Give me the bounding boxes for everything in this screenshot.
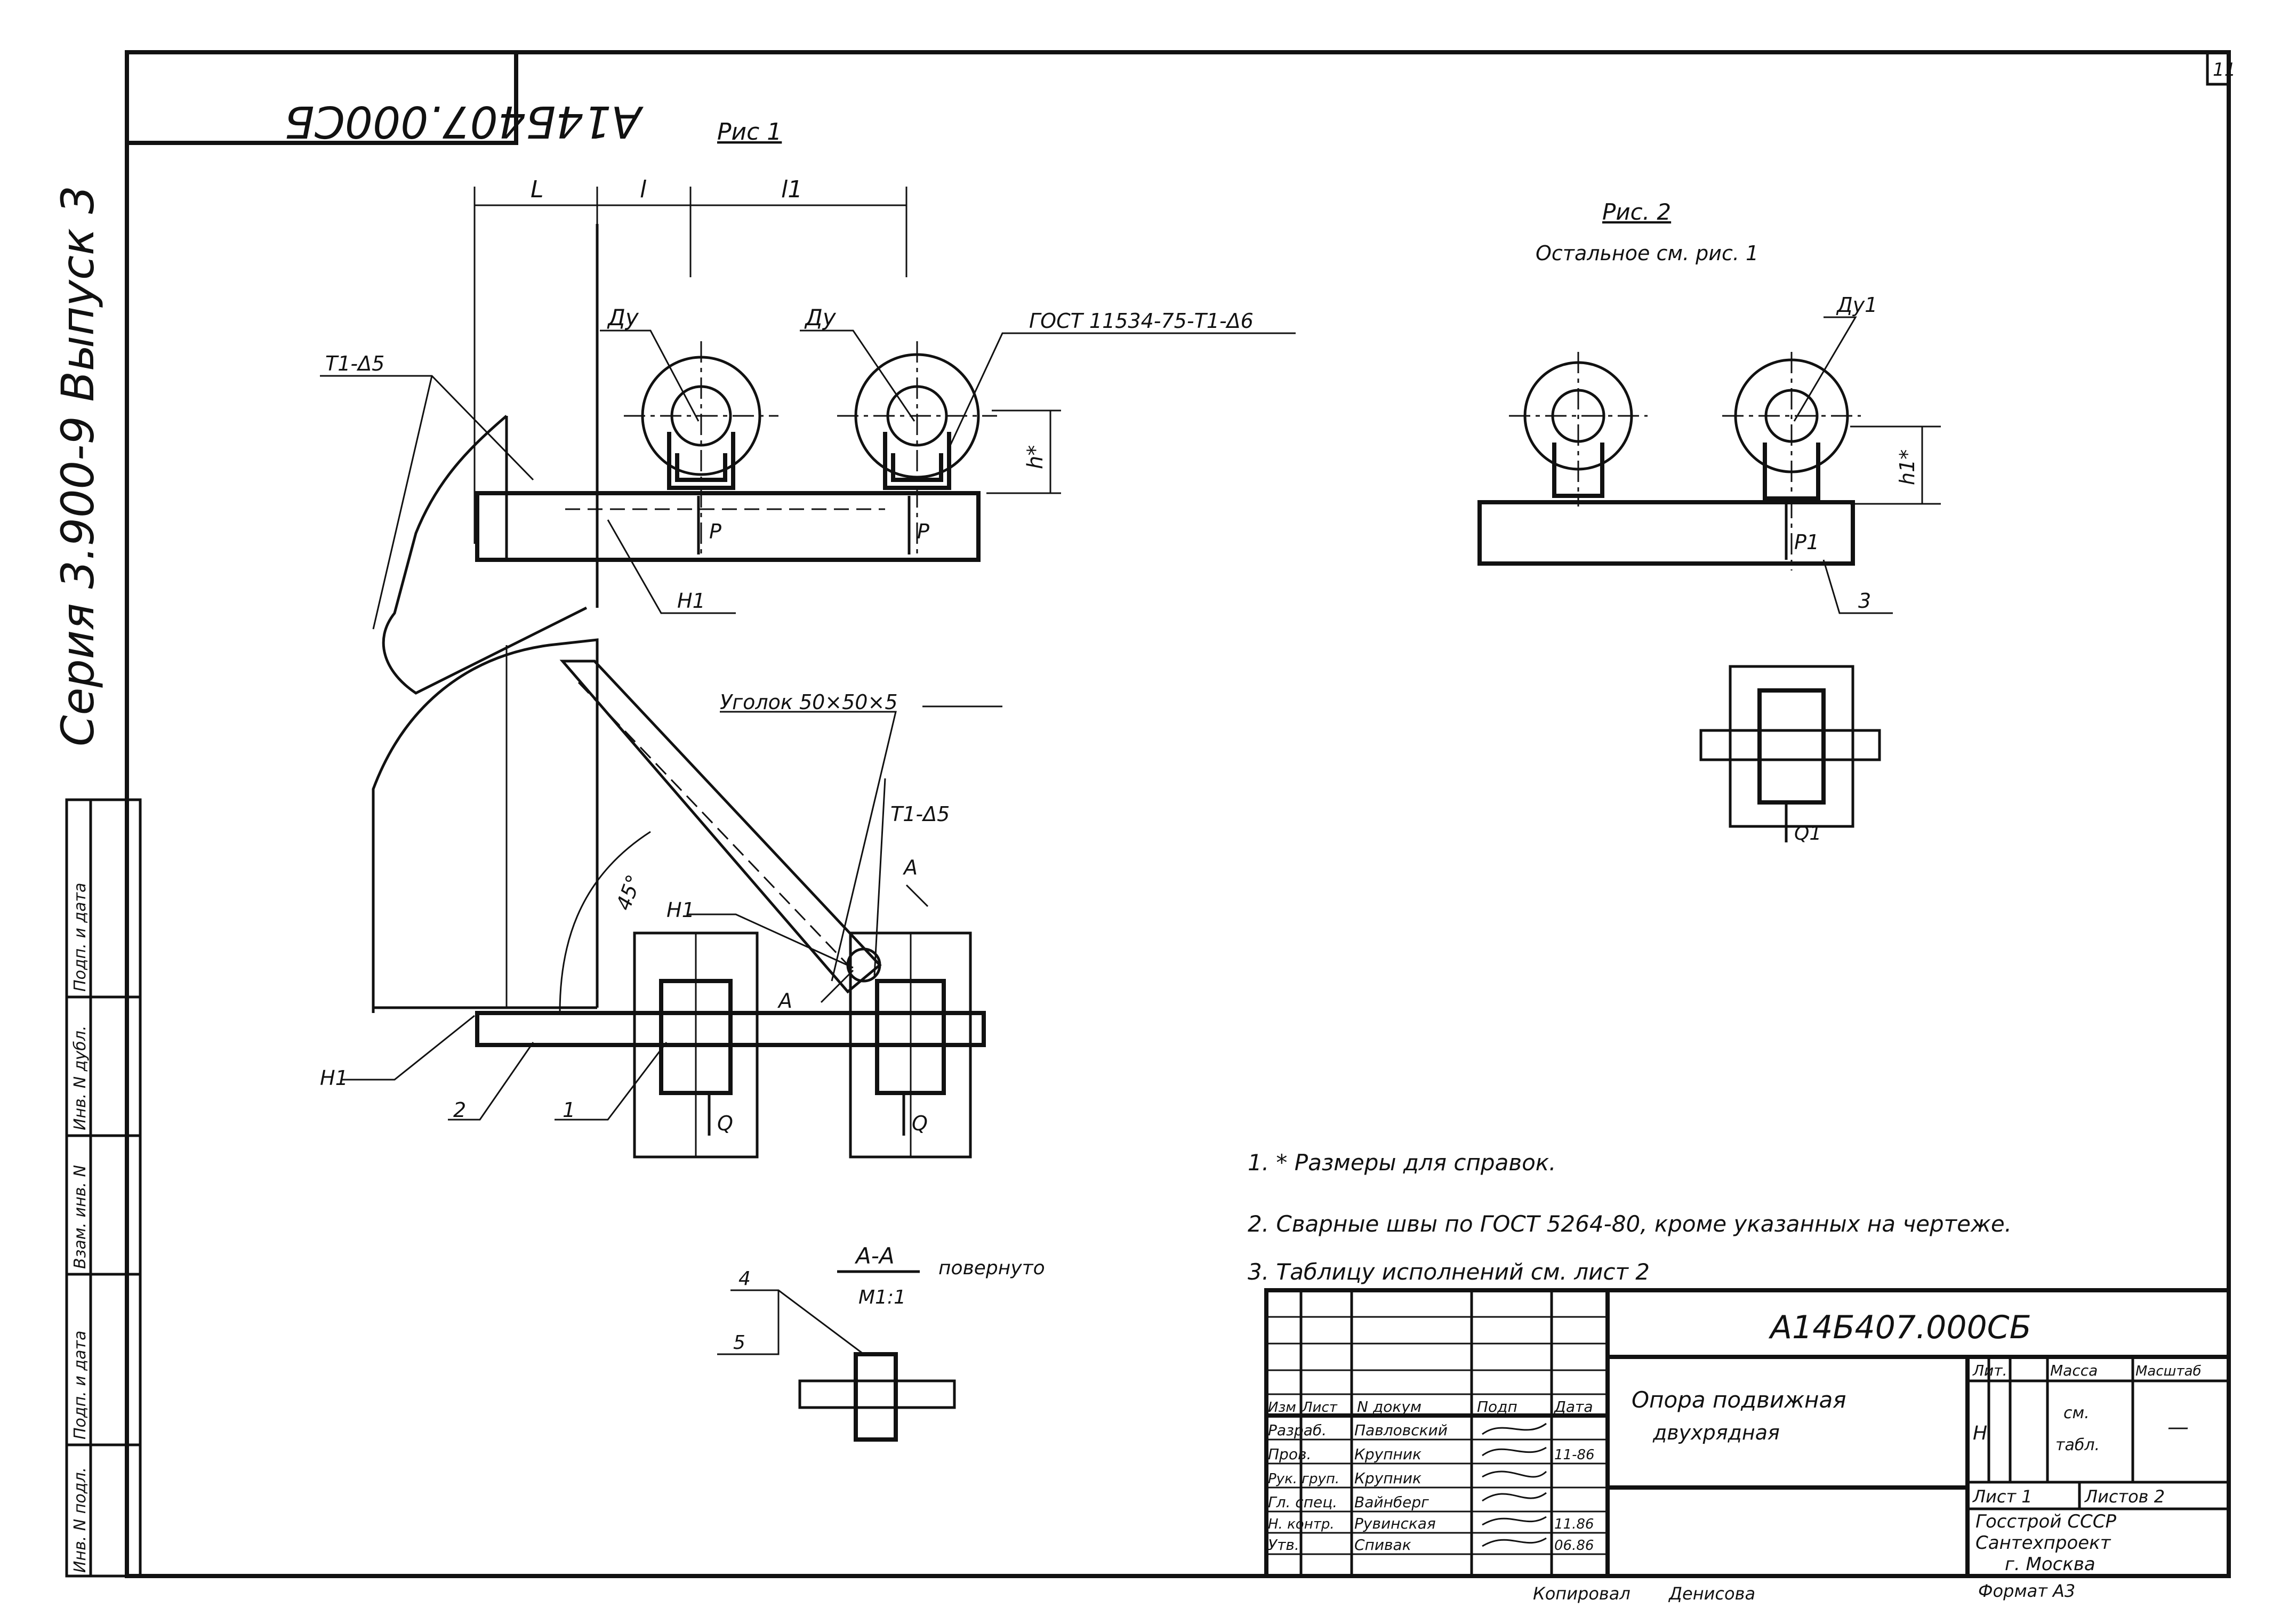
tb-name-line1: Опора подвижная [1632, 1387, 1846, 1413]
tb-sheets: Листов 2 [2084, 1486, 2165, 1507]
tb-list-header: Лист [1302, 1400, 1338, 1416]
left-strip-vzam: Взам. инв. N [71, 1165, 90, 1269]
sheet-corner-number: 11 [2213, 59, 2236, 81]
tb-org1: Госстрой СССР [1975, 1511, 2116, 1532]
left-strip-podp-2: Подп. и дата [71, 883, 90, 992]
tb-role-glspec: Гл. спец. [1268, 1493, 1337, 1511]
tb-name-utv: Спивак [1354, 1536, 1411, 1554]
tb-role-prov: Пров. [1268, 1445, 1311, 1463]
fig1-dim-l: l [640, 176, 647, 203]
tb-ndok-header: N докум [1357, 1398, 1421, 1416]
fig2-title: Рис. 2 [1602, 199, 1671, 225]
fig1-pos1: 1 [563, 1098, 575, 1122]
fig1-a-top: А [902, 856, 918, 879]
section-scale: М1:1 [858, 1287, 906, 1308]
fig2-q1: Q1 [1794, 823, 1821, 845]
left-strip-inv-podl: Инв. N подл. [71, 1467, 90, 1573]
top-stamp-code: А14Б407.000СБ [284, 96, 644, 147]
tb-podp-header: Подп [1477, 1398, 1517, 1416]
fig1-angle: Уголок 50×50×5 [720, 690, 898, 714]
fig1-h1-bottom: Н1 [320, 1066, 348, 1090]
series-label: Серия 3.900-9 Выпуск 3 [52, 186, 104, 746]
figure-1-top: Рис 1 L l l1 Ду Ду ГОСТ 11534-75 [320, 118, 1296, 695]
tb-mass-value-1: см. [2063, 1404, 2090, 1422]
fig1-dim-l1: l1 [781, 176, 802, 203]
footer-format: Формат А3 [1978, 1581, 2075, 1601]
tb-org2: Сантехпроект [1975, 1532, 2111, 1554]
fig1-dim-L: L [531, 176, 544, 203]
tb-lit-value: Н [1973, 1422, 1987, 1444]
fig1-45deg: 45° [612, 872, 646, 913]
fig1-dy-right: Ду [804, 304, 837, 331]
tb-mass-header: Масса [2050, 1362, 2098, 1379]
section-rotated: повернуто [938, 1257, 1045, 1279]
section-a-a: А-А М1:1 повернуто 4 5 [717, 1243, 1045, 1442]
figure-2: Рис. 2 Остальное см. рис. 1 Ду1 h1* P1 3… [1477, 199, 1941, 845]
tb-role-razrab: Разраб. [1268, 1421, 1327, 1439]
tb-name-prov: Крупник [1354, 1445, 1421, 1463]
fig1-q2: Q [912, 1112, 928, 1135]
fig1-h-star: h* [1023, 445, 1048, 469]
tb-name-ruk: Крупник [1354, 1469, 1421, 1487]
tb-scale-value: — [2167, 1415, 2189, 1440]
tb-data-header: Дата [1553, 1398, 1593, 1416]
tb-role-utv: Утв. [1268, 1536, 1299, 1554]
top-stamp: А14Б407.000СБ [125, 50, 644, 147]
tb-scale-header: Масштаб [2135, 1363, 2202, 1379]
fig1-gost: ГОСТ 11534-75-Т1-Δ6 [1029, 309, 1254, 333]
fig1-title: Рис 1 [717, 118, 782, 146]
tb-izm-header: Изм [1268, 1400, 1296, 1416]
tb-org3: г. Москва [2005, 1554, 2095, 1575]
fig1-h1-top: Н1 [677, 589, 705, 613]
footer: Копировал Денисова Формат А3 [1533, 1581, 2075, 1604]
fig2-subtitle: Остальное см. рис. 1 [1536, 242, 1758, 265]
left-strip: Инв. N подл. Подп. и дата Взам. инв. N И… [65, 798, 142, 1578]
tb-lit-header: Лит. [1972, 1362, 2007, 1379]
fig1-t1-d5-b: Т1-Δ5 [890, 802, 950, 826]
fig1-p1: P [709, 520, 721, 543]
tb-name-razrab: Павловский [1354, 1421, 1448, 1439]
left-strip-podp-1: Подп. и дата [71, 1331, 90, 1440]
fig1-p2: P [917, 520, 929, 543]
fig1-a-mid: А [777, 989, 792, 1012]
note-1: 1. * Размеры для справок. [1248, 1149, 1556, 1176]
fig1-h1-mid: Н1 [666, 898, 695, 922]
left-strip-inv-dubl: Инв. N дубл. [71, 1026, 90, 1131]
tb-role-nkontr: Н. контр. [1268, 1516, 1335, 1532]
tb-mass-value-2: табл. [2055, 1436, 2100, 1454]
figure-1-bottom: Q Q Т1-Δ5 Уголок 50×50×5 45° Н1 А А Н1 2… [320, 638, 1002, 1159]
fig1-dy-left: Ду [607, 304, 639, 331]
footer-copied-label: Копировал [1533, 1583, 1631, 1604]
tb-name-line2: двухрядная [1652, 1421, 1780, 1444]
title-block: Изм Лист N докум Подп Дата Разраб. Павло… [1264, 1288, 2231, 1578]
notes: 1. * Размеры для справок. 2. Сварные швы… [1248, 1149, 2012, 1285]
footer-copied-name: Денисова [1668, 1583, 1755, 1604]
tb-code: А14Б407.000СБ [1768, 1309, 2031, 1346]
section-pos4: 4 [738, 1268, 751, 1290]
fig2-p1: P1 [1794, 530, 1819, 554]
tb-role-ruk: Рук. груп. [1268, 1471, 1339, 1487]
fig1-pos2: 2 [453, 1098, 466, 1122]
note-2: 2. Сварные швы по ГОСТ 5264-80, кроме ук… [1248, 1211, 2012, 1237]
tb-date-prov: 11-86 [1554, 1447, 1595, 1463]
sheet-frame [125, 50, 2231, 1578]
tb-sheet: Лист 1 [1972, 1486, 2033, 1507]
fig1-t1-d5: Т1-Δ5 [325, 352, 384, 375]
section-pos5: 5 [733, 1332, 745, 1354]
fig2-h1-star: h1* [1895, 449, 1919, 485]
fig2-dy1: Ду1 [1836, 293, 1877, 317]
tb-date-nkontr: 11.86 [1554, 1516, 1594, 1532]
tb-name-glspec: Вайнберг [1354, 1493, 1429, 1511]
tb-name-nkontr: Рувинская [1354, 1515, 1436, 1532]
note-3: 3. Таблицу исполнений см. лист 2 [1248, 1259, 1650, 1285]
fig2-pos3: 3 [1858, 589, 1871, 613]
fig1-q1: Q [717, 1112, 733, 1135]
tb-date-utv: 06.86 [1554, 1538, 1594, 1554]
section-title: А-А [854, 1243, 895, 1269]
